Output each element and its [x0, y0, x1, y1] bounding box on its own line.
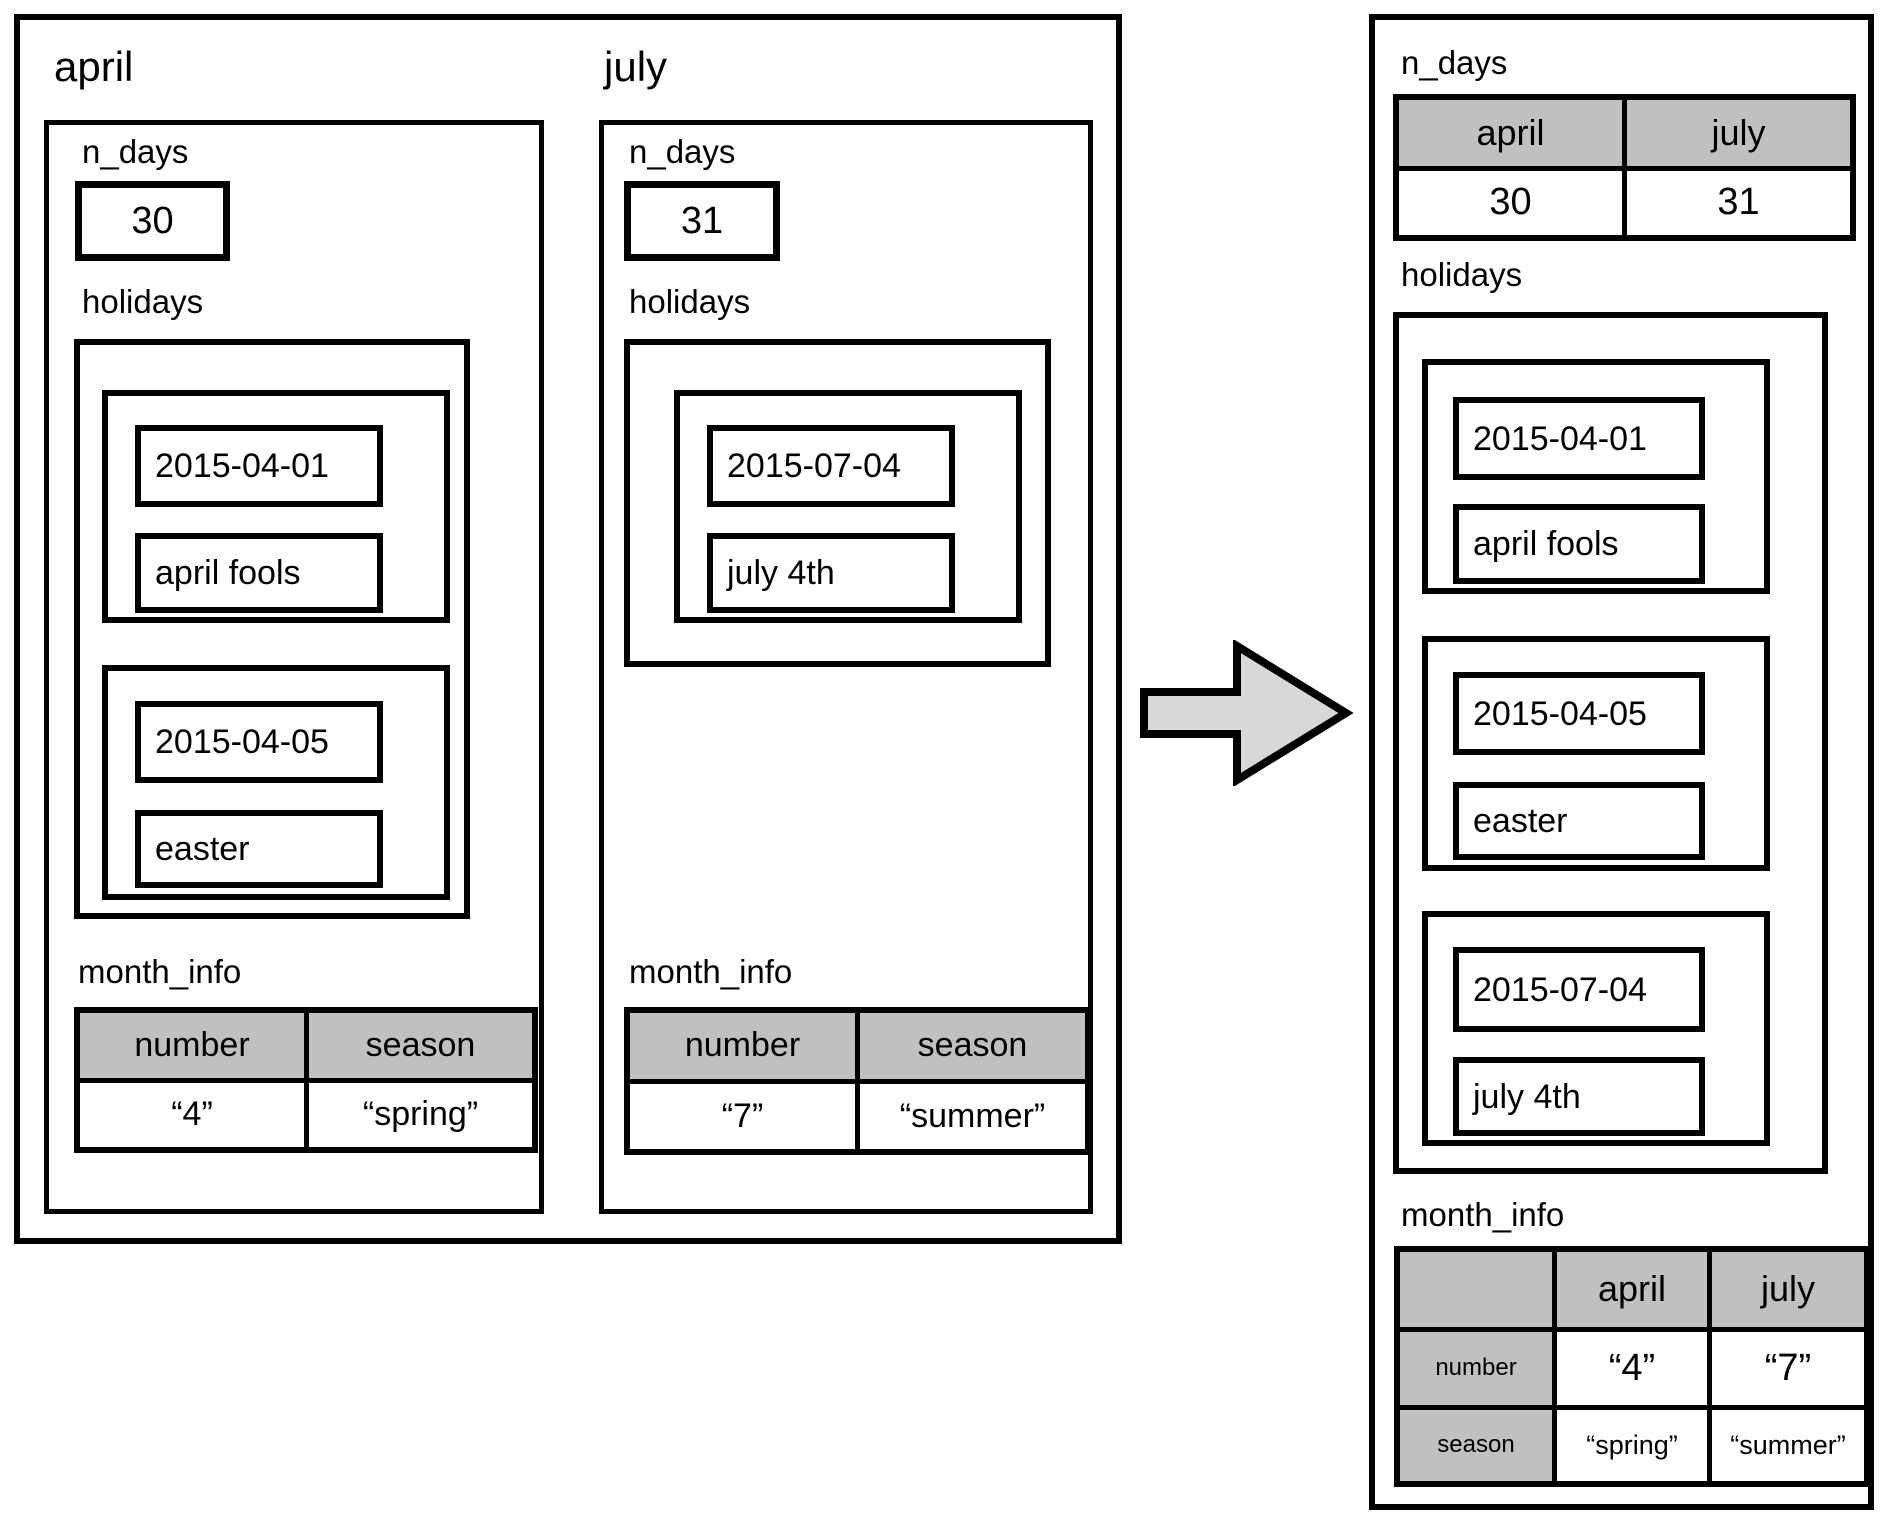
- month-info-value: “4”: [1552, 1326, 1712, 1410]
- month-info-label: month_info: [78, 953, 242, 990]
- holiday-date-box: 2015-04-05: [135, 701, 383, 783]
- holiday-date: 2015-04-01: [155, 447, 329, 485]
- month-info-col-header: season: [304, 1007, 538, 1083]
- holiday-date: 2015-07-04: [727, 447, 901, 485]
- holiday-entry-box: 2015-04-01 april fools: [102, 390, 450, 623]
- month-info-value: “summer”: [855, 1078, 1091, 1155]
- month-info-value: “spring”: [1552, 1404, 1712, 1487]
- right-merged-box: n_days april july 30 31 holidays 2015-04…: [1369, 14, 1874, 1510]
- holidays-group-box: 2015-04-01 april fools 2015-04-05 easter: [74, 339, 470, 919]
- holiday-date-box: 2015-04-01: [1453, 397, 1705, 480]
- left-group-box: april july n_days 30 holidays 2015-04-01…: [14, 14, 1122, 1244]
- ndays-label: n_days: [1401, 44, 1508, 81]
- month-info-table: number season “4” “spring”: [74, 1007, 538, 1153]
- ndays-value: 31: [680, 200, 724, 242]
- holiday-entry-box: 2015-04-05 easter: [102, 665, 450, 900]
- holiday-name: easter: [1473, 802, 1568, 840]
- holiday-date: 2015-07-04: [1473, 970, 1647, 1009]
- month-info-col-header: number: [74, 1007, 309, 1083]
- ndays-label: n_days: [82, 133, 189, 170]
- month-info-col-header: season: [855, 1007, 1091, 1084]
- ndays-value: 30: [1393, 165, 1627, 241]
- holiday-date: 2015-04-01: [1473, 419, 1647, 458]
- holiday-date-box: 2015-04-05: [1453, 672, 1705, 755]
- holiday-name-box: easter: [1453, 782, 1705, 860]
- month-info-corner-cell: [1394, 1246, 1557, 1332]
- holiday-name-box: easter: [135, 810, 383, 888]
- month-box-april: n_days 30 holidays 2015-04-01 april fool…: [44, 120, 544, 1214]
- holiday-name-box: april fools: [135, 533, 383, 613]
- month-info-col-header: april: [1552, 1246, 1712, 1332]
- ndays-value-box: 31: [624, 181, 780, 261]
- month-info-table: number season “7” “summer”: [624, 1007, 1091, 1155]
- holiday-name: easter: [155, 830, 250, 868]
- holidays-label: holidays: [629, 283, 751, 320]
- holiday-date-box: 2015-07-04: [707, 425, 955, 507]
- holiday-name-box: july 4th: [1453, 1057, 1705, 1136]
- month-info-label: month_info: [1401, 1196, 1565, 1233]
- month-info-col-header: july: [1707, 1246, 1870, 1332]
- month-info-row-header: number: [1394, 1326, 1557, 1410]
- month-title-july: july: [604, 43, 668, 90]
- month-title-april: april: [54, 43, 134, 90]
- month-info-value: “7”: [1707, 1326, 1870, 1410]
- ndays-value: 30: [131, 200, 174, 242]
- holiday-name: july 4th: [727, 554, 835, 592]
- month-info-value: “4”: [74, 1077, 309, 1153]
- holidays-label: holidays: [1401, 256, 1523, 293]
- holidays-group-box: 2015-07-04 july 4th: [624, 339, 1051, 667]
- holiday-date: 2015-04-05: [155, 723, 329, 761]
- holiday-entry-box: 2015-07-04 july 4th: [1422, 911, 1770, 1146]
- ndays-label: n_days: [629, 133, 736, 170]
- holiday-name: july 4th: [1473, 1077, 1581, 1116]
- ndays-col-header: july: [1622, 94, 1856, 171]
- holiday-name: april fools: [1473, 525, 1619, 563]
- month-box-july: n_days 31 holidays 2015-07-04 july 4th m…: [599, 120, 1093, 1214]
- month-info-row-header: season: [1394, 1404, 1557, 1487]
- holiday-name-box: april fools: [1453, 504, 1705, 584]
- holidays-group-box: 2015-04-01 april fools 2015-04-05 easter…: [1393, 312, 1828, 1174]
- holiday-entry-box: 2015-04-01 april fools: [1422, 359, 1770, 594]
- month-info-value: “spring”: [304, 1077, 538, 1153]
- holiday-date-box: 2015-07-04: [1453, 947, 1705, 1032]
- month-info-col-header: number: [624, 1007, 860, 1084]
- ndays-value: 31: [1622, 165, 1856, 241]
- holiday-date-box: 2015-04-01: [135, 425, 383, 507]
- merged-month-info-table: april july number “4” “7” season “spring…: [1394, 1246, 1870, 1487]
- ndays-col-header: april: [1393, 94, 1627, 171]
- holiday-entry-box: 2015-07-04 july 4th: [674, 390, 1022, 623]
- ndays-value-box: 30: [75, 181, 230, 261]
- month-info-label: month_info: [629, 953, 793, 990]
- holiday-name-box: july 4th: [707, 533, 955, 613]
- month-info-value: “summer”: [1707, 1404, 1870, 1487]
- merge-arrow-icon: [1140, 640, 1354, 786]
- holiday-entry-box: 2015-04-05 easter: [1422, 636, 1770, 871]
- holiday-date: 2015-04-05: [1473, 694, 1647, 733]
- ndays-table: april july 30 31: [1393, 94, 1856, 241]
- holiday-name: april fools: [155, 554, 301, 592]
- month-info-value: “7”: [624, 1078, 860, 1155]
- holidays-label: holidays: [82, 283, 204, 320]
